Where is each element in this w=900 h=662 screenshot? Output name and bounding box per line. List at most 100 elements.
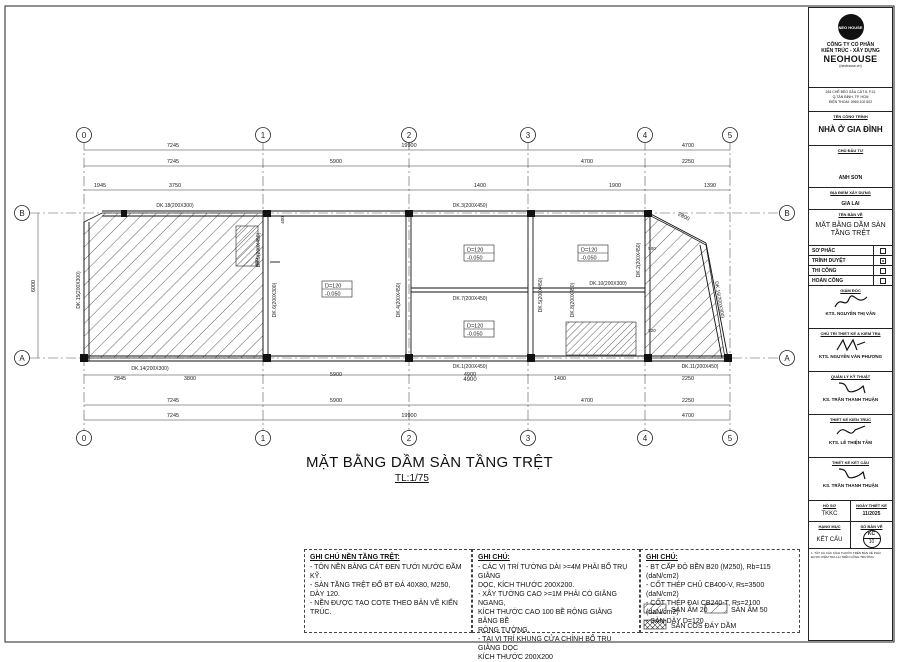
company-website: (neohouse.vn) — [839, 64, 862, 68]
notes-material-heading: GHI CHÚ: — [646, 554, 678, 561]
date-value: 11/2025 — [862, 511, 881, 517]
role-person: KS. TRẦN THANH THUẬN — [822, 483, 879, 488]
location-label: ĐỊA ĐIỂM XÂY DỰNG — [830, 190, 871, 195]
status-row: THI CÔNG — [809, 266, 892, 276]
address-line2: Q.TÂN BÌNH, TP. HCM — [832, 95, 869, 99]
sheet-number-badge: KC 10 — [862, 530, 881, 548]
notes-ground-heading: GHI CHÚ NỀN TẦNG TRỆT: — [310, 554, 400, 561]
grid-bubble-top-circle — [520, 127, 536, 143]
status-row: SƠ PHÁC — [809, 246, 892, 256]
beam-label: DK.5(200X450) — [538, 277, 544, 312]
notes-general-line: KÍCH THƯỚC CAO 100 BỀ RỘNG GIẰNG BẰNG BỀ — [478, 609, 613, 625]
company-line2: KIẾN TRÚC - XÂY DỰNG — [821, 48, 880, 54]
grid-bubble-top: 4 — [643, 131, 648, 140]
beam-label: DK.7(200X450) — [453, 296, 488, 302]
grid-bubble-top-circle — [722, 127, 738, 143]
status-checkbox[interactable] — [880, 277, 886, 284]
beam-label: DK.8(200X450) — [570, 282, 576, 317]
dimension-text: 4700 — [581, 398, 593, 404]
slab-thickness: D=120 — [467, 248, 483, 254]
dimension-lines — [37, 149, 730, 421]
beam-label: DK.9(200X450) — [256, 232, 262, 267]
dimension-text: 4900 — [463, 377, 477, 383]
dimension-text: 5900 — [330, 159, 342, 165]
grid-bubble-top-circle — [76, 127, 92, 143]
drawing-name: MẶT BẰNG DẦM SÀN TẦNG TRỆT — [815, 222, 886, 237]
dimension-text: 19900 — [401, 413, 416, 419]
notes-material-line: - BT CẤP ĐỘ BỀN B20 (M250), Rb=115 (daN/… — [646, 564, 771, 580]
dimension-text: 7245 — [167, 159, 179, 165]
status-name: THI CÔNG — [812, 267, 837, 274]
beam-label: DK.14(200X300) — [131, 366, 169, 372]
grid-bubble-left: B — [19, 209, 24, 218]
grid-bubble-bottom: 5 — [728, 434, 733, 443]
slab-hatch-box — [235, 225, 259, 267]
company-cell: NEO HOUSE CÔNG TY CỔ PHẦN KIẾN TRÚC - XÂ… — [809, 8, 892, 88]
role-person: KTS. NGUYỄN THỊ VÂN — [825, 311, 876, 316]
dimension-text: 2250 — [682, 376, 694, 382]
role-label: CHỦ TRÌ THIẾT KẾ & KIỂM TRA — [820, 331, 881, 336]
grid-bubble-top: 2 — [407, 131, 412, 140]
notes-general-heading: GHI CHÚ: — [478, 554, 510, 561]
grid-bubble-bottom-circle — [520, 430, 536, 446]
notes-general-line: KÍCH THƯỚC 200X200 — [478, 654, 553, 661]
grid-bubble-bottom-circle — [401, 430, 417, 446]
dimension-text: 2800 — [677, 212, 691, 223]
dimension-text: 3800 — [184, 376, 196, 382]
role-cell: QUẢN LÝ KỸ THUẬT KS. TRẦN THANH THUẬN — [809, 372, 892, 415]
status-name: HOÀN CÔNG — [812, 277, 844, 284]
slab-thickness: D=120 — [581, 248, 597, 254]
grid-bubble-top: 1 — [261, 131, 266, 140]
sheet-code: KC — [863, 531, 880, 539]
small-dimension-text: 500 — [648, 246, 656, 251]
company-logo: NEO HOUSE — [837, 14, 864, 40]
role-person: KS. TRẦN THANH THUẬN — [822, 397, 879, 402]
legend-swatch-3 — [643, 619, 667, 630]
signature — [809, 422, 892, 440]
slab-level: -0.050 — [325, 292, 341, 298]
signature — [809, 379, 892, 397]
dimension-text: 1390 — [704, 183, 716, 189]
owner-cell: CHỦ ĐẦU TƯ ANH SƠN — [809, 146, 892, 188]
signature — [809, 465, 892, 483]
status-checkbox[interactable] — [880, 247, 886, 254]
plan-title: MẶT BẰNG DẦM SÀN TẦNG TRỆT — [306, 454, 554, 471]
status-checkbox[interactable] — [880, 267, 886, 274]
slab-hatch-right — [644, 212, 726, 359]
beam-label: DK.10(200X300) — [589, 281, 627, 287]
owner-name: ANH SƠN — [838, 175, 863, 181]
sheet-frame — [4, 5, 895, 643]
dimension-text: 2250 — [682, 398, 694, 404]
dimension-text: 1945 — [94, 183, 106, 189]
hoso-label: HỒ SƠ — [822, 503, 837, 508]
grid-bubble-left-circle — [14, 205, 30, 221]
legend-swatch-1 — [643, 603, 667, 614]
address-line1: 264 CHẾ BÉO SÂU CÁT 8, P.11 — [825, 90, 876, 94]
dimension-text: 1400 — [474, 183, 486, 189]
project-name: NHÀ Ở GIA ĐÌNH — [818, 125, 883, 134]
dimension-text: 6000 — [31, 280, 37, 292]
beam-label: DK.3(200X450) — [453, 203, 488, 209]
dimension-text: 4700 — [682, 413, 694, 419]
slab-hatch-small — [565, 321, 637, 356]
dimension-text: 19900 — [401, 143, 416, 149]
notes-material: GHI CHÚ: - BT CẤP ĐỘ BỀN B20 (M250), Rb=… — [640, 549, 800, 633]
dimension-text: 4700 — [682, 143, 694, 149]
project-label: TÊN CÔNG TRÌNH — [833, 114, 868, 119]
location-name: GIA LAI — [841, 201, 860, 207]
role-cell: THIẾT KẾ KẾT CẤU KS. TRẦN THANH THUẬN — [809, 458, 892, 501]
beam-label: DK.1(200X450) — [453, 364, 488, 370]
signature — [809, 293, 892, 311]
beam-label: DK.4(200X450) — [396, 282, 402, 317]
status-checkbox[interactable]: x — [880, 257, 886, 264]
slab-thickness: D=120 — [467, 324, 483, 330]
small-dimension-text: 400 — [280, 216, 285, 224]
role-label: THIẾT KẾ KẾT CẤU — [831, 460, 870, 465]
dimension-text: 3750 — [169, 183, 181, 189]
notes-ground-line: - NỀN ĐƯỢC TẠO COTE THEO BẢN VẼ KIẾN TRÚ… — [310, 600, 458, 616]
role-label: QUẢN LÝ KỸ THUẬT — [830, 374, 871, 379]
small-dimension-text: 300 — [254, 258, 259, 266]
